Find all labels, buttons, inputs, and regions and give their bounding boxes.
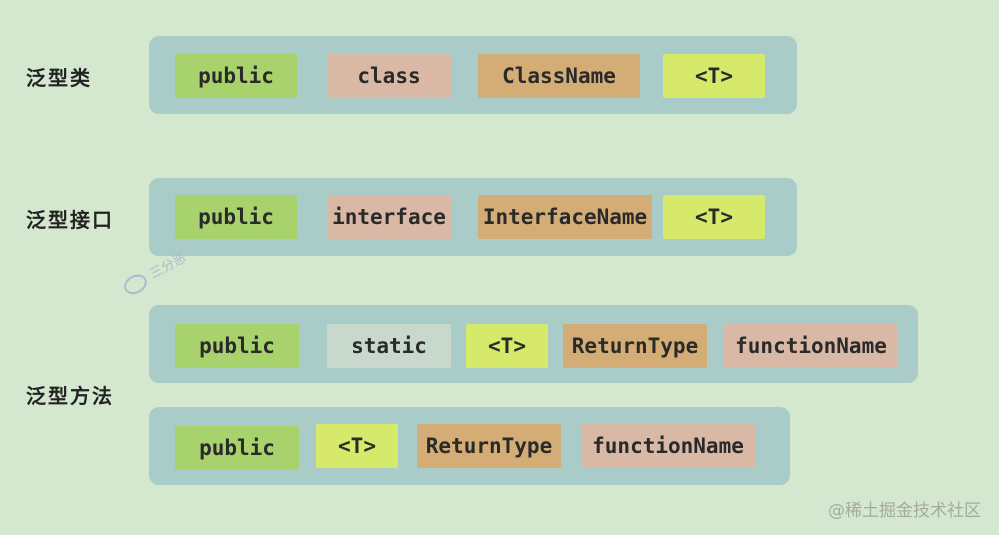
- interface-name: InterfaceName: [478, 195, 652, 239]
- type-parameter: <T>: [466, 324, 548, 368]
- type-parameter: <T>: [663, 195, 765, 239]
- static-keyword: static: [327, 324, 451, 368]
- chat-bubble-icon: [120, 270, 151, 298]
- return-type: ReturnType: [417, 424, 561, 468]
- type-parameter: <T>: [316, 424, 398, 468]
- generic-interface-label: 泛型接口: [26, 208, 114, 232]
- return-type: ReturnType: [563, 324, 707, 368]
- class-keyword: class: [327, 54, 451, 98]
- generic-class-label: 泛型类: [26, 66, 92, 90]
- interface-keyword: interface: [327, 195, 451, 239]
- function-name: functionName: [581, 424, 755, 468]
- author-watermark-text: 三分恶: [147, 250, 190, 283]
- generic-method-label: 泛型方法: [26, 384, 114, 408]
- function-name: functionName: [724, 324, 898, 368]
- public-keyword: public: [175, 54, 297, 98]
- class-name: ClassName: [478, 54, 640, 98]
- public-keyword: public: [175, 324, 299, 368]
- public-keyword: public: [175, 426, 299, 470]
- type-parameter: <T>: [663, 54, 765, 98]
- public-keyword: public: [175, 195, 297, 239]
- site-watermark: @稀土掘金技术社区: [828, 501, 981, 521]
